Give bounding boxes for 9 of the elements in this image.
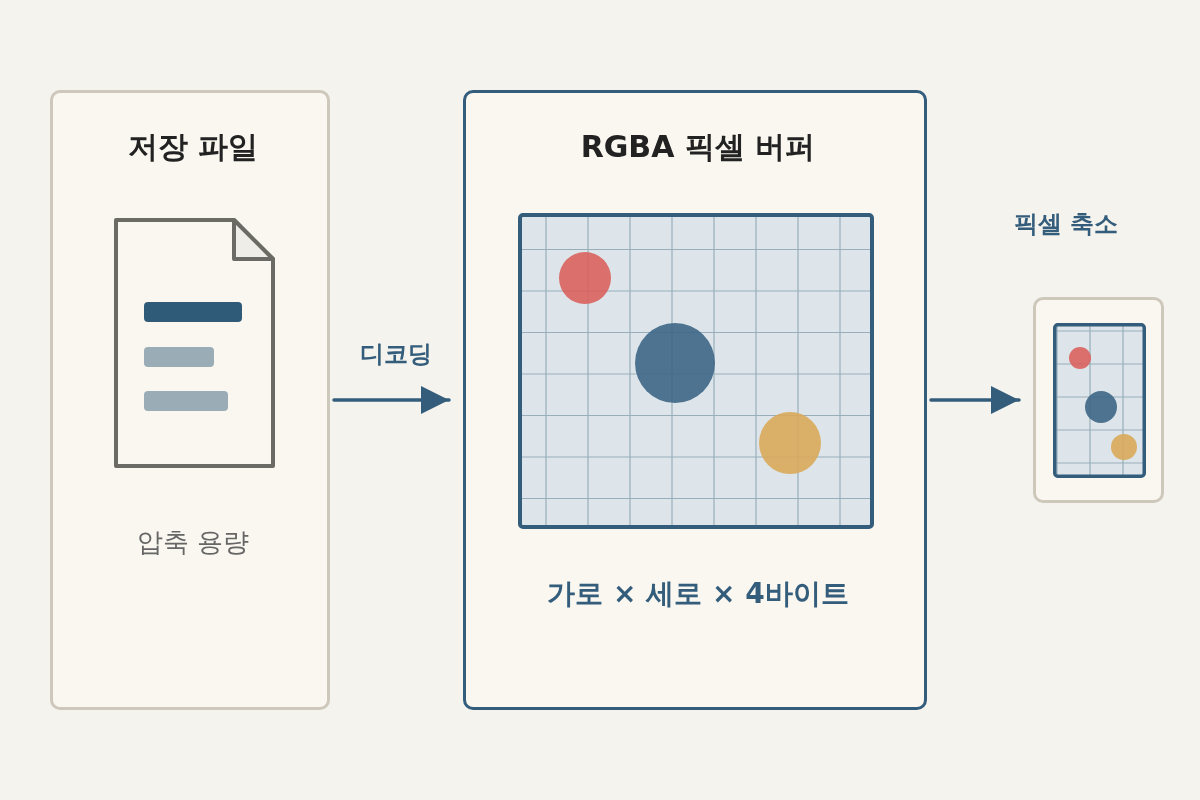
size-formula: 가로 × 세로 × 4바이트 <box>547 576 849 612</box>
storage-panel <box>50 90 330 710</box>
step-label: 픽셀 축소 <box>1013 209 1119 240</box>
panel-title: RGBA 픽셀 버퍼 <box>580 128 816 166</box>
panel-title: 저장 파일 <box>127 128 259 166</box>
arrow <box>332 386 451 414</box>
arrow <box>929 386 1021 414</box>
size-caption: 압축 용량 <box>136 526 250 559</box>
buffer-panel <box>463 90 927 710</box>
